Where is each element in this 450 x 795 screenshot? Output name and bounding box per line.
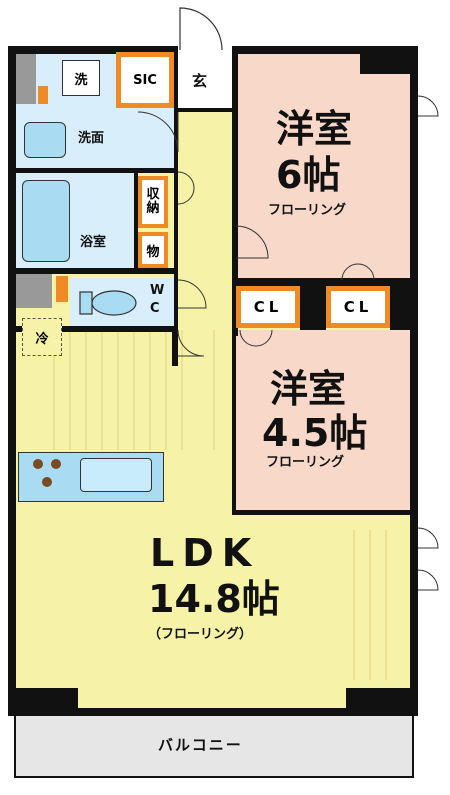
western-6-floor: フローリング [268,203,347,218]
toilet-icon [79,290,137,316]
wall-top-right [232,46,416,54]
wall-storage-left [134,170,138,272]
wall-bedroom2-left [232,330,236,514]
wall-bedroom-split [232,278,414,286]
ldk-hatching [53,330,387,680]
wall-wc-bottom [14,326,178,332]
wall-right [410,46,418,716]
storage-closet: 収 納 [138,176,168,228]
closet-left-label: CL [253,298,283,316]
stove-burners-icon [33,459,61,487]
washroom-label: 洗面 [78,131,105,146]
pillar-bottom-left [8,688,78,716]
entrance-door [179,7,223,51]
bath-label: 浴室 [80,235,107,250]
ldk-floor: （フローリング） [148,627,253,642]
western-6-name: 洋室 [276,107,353,151]
goods-label: 物 [146,244,160,260]
wash-basin [24,122,66,158]
wall-entrance-bottom [174,108,236,112]
laundry-label: 洗 [74,72,88,88]
hallway [175,112,235,330]
closet-left: CL [236,286,300,328]
western-45-size: 4.5帖 [262,411,368,455]
fridge-label: 冷 [35,331,49,347]
closet-right-label: CL [343,298,373,316]
sic-label: SIC [133,72,157,88]
storage-label-top: 収 [146,186,160,202]
wall-bedroom2-bottom [232,510,414,515]
sink [80,458,152,492]
closet-right: CL [326,286,390,328]
western-6-size: 6帖 [276,153,341,197]
wall-closet-divider [300,284,326,330]
meter-top [38,86,48,104]
wall-left [8,46,16,716]
balcony-label: バルコニー [158,736,243,754]
entrance-label: 玄 [192,72,208,90]
sic-closet: SIC [116,52,174,108]
wall-hall-right [232,46,238,336]
ldk-size: 14.8帖 [148,577,280,621]
wc-label-c: C [150,301,160,316]
ps-block-top [16,54,36,104]
wall-hall-left [174,52,178,332]
storage-label-bottom: 納 [146,201,160,216]
fridge-space: 冷 [22,318,62,356]
bath-tub [22,180,70,262]
wall-ldk-post [172,326,178,366]
western-room-4-5 [235,330,413,512]
wall-bath-bottom [14,268,178,274]
entrance-area [176,52,236,112]
goods-closet: 物 [138,232,168,268]
ldk-name: LDK [150,531,260,575]
laundry-box: 洗 [62,60,100,96]
meter-wc [56,276,68,302]
pillar-bottom-right [346,688,418,716]
pillar-top-right [360,46,418,74]
western-45-floor: フローリング [266,455,345,470]
western-45-name: 洋室 [270,367,347,411]
wc-label-w: W [150,283,165,298]
ps-block-wc [16,274,52,308]
wall-wash-bottom [14,168,176,173]
pillar-mid-right [390,278,418,330]
balcony [14,712,414,778]
wall-bottom [8,708,418,716]
wall-top-left [8,46,178,54]
